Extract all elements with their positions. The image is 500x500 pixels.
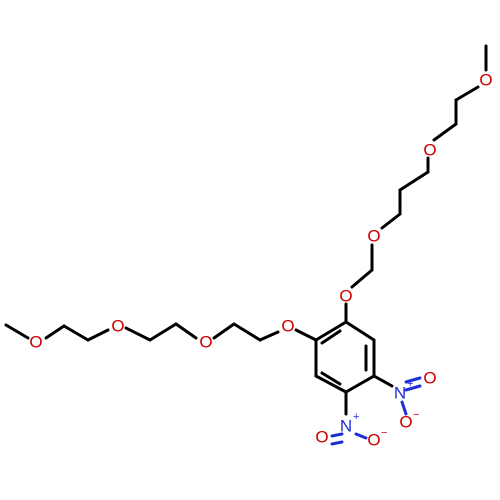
nitrogen-atom: N [394,384,406,403]
n-o-double-bond [404,376,422,384]
bond [454,85,480,102]
n-o-double-bond [404,384,422,392]
bond [62,324,90,342]
n-o-bond [400,400,408,416]
nitrogen-atom: N [340,417,352,436]
bond [398,170,430,192]
bond [174,322,198,340]
oxygen-atom: O [479,71,492,90]
benzene-ring [314,320,376,394]
bond [232,322,262,342]
ring-double-bond [320,329,342,345]
bond [212,322,236,340]
bond [294,328,318,342]
bond [258,330,280,342]
oxygen-atom: O [315,428,328,447]
upper-ether-chain [344,44,488,324]
oxygen-atom: O [111,317,124,336]
bond [86,328,110,342]
nitro-group-right [372,374,422,416]
negative-charge: − [413,409,419,421]
oxygen-atom: O [399,413,412,432]
oxygen-atom: O [29,333,42,352]
ring-bond [314,320,348,342]
nitro-group-bottom [330,390,368,446]
n-o-double-bond [330,440,344,446]
bond [4,323,30,340]
bond [380,212,402,230]
positive-charge: + [407,378,413,390]
n-o-double-bond [330,432,344,438]
ring-bond [344,320,376,342]
bond [148,322,178,342]
atom-labels: O O O O O O O O N + O O − N + O O − [29,71,492,450]
lower-ether-chain [4,322,318,342]
ring-double-bond [320,371,342,386]
oxygen-atom: O [199,333,212,352]
negative-charge: − [381,427,387,439]
oxygen-atom: O [367,431,380,450]
bond [124,326,152,342]
ring-bond [314,374,348,394]
oxygen-atom: O [423,141,436,160]
bond [432,122,458,142]
n-o-bond [354,432,368,440]
positive-charge: + [353,411,359,423]
bond [372,374,394,388]
oxygen-atom: O [339,287,352,306]
ring-bond [344,374,376,394]
oxygen-atom: O [281,317,294,336]
oxygen-atom: O [423,369,436,388]
bond [44,324,66,340]
oxygen-atom: O [367,227,380,246]
bond [350,268,374,289]
